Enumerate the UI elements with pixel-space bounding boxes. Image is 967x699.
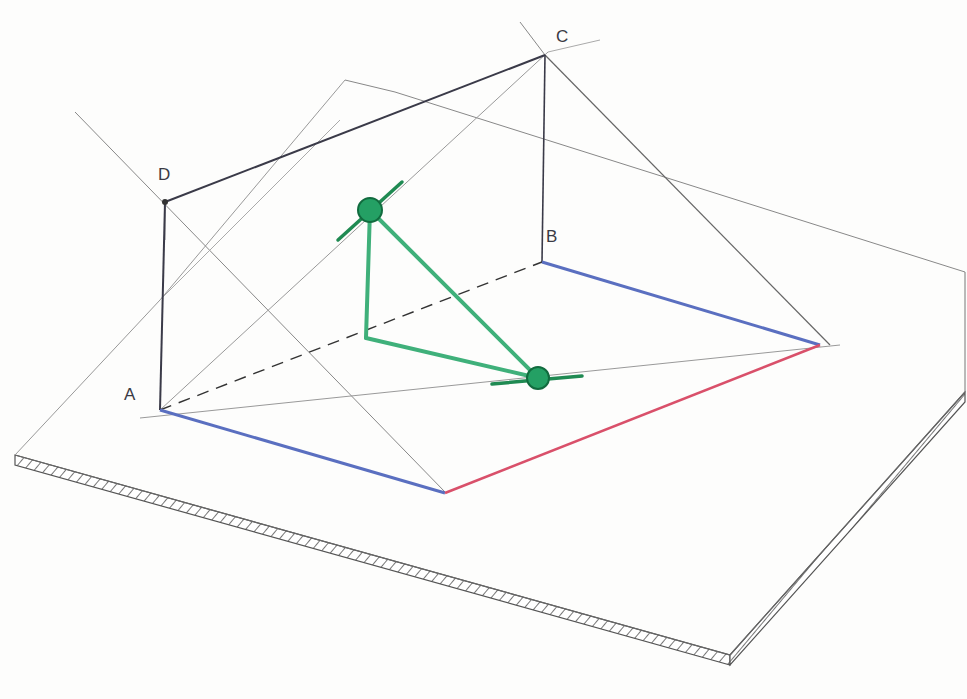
board-edge bbox=[15, 455, 730, 665]
plane-line bbox=[345, 80, 395, 92]
plane-line bbox=[395, 92, 965, 272]
construction-line bbox=[140, 345, 840, 418]
green-point bbox=[527, 367, 549, 389]
rectangle-edge bbox=[542, 55, 545, 262]
construction-line bbox=[545, 55, 830, 345]
board-outline bbox=[15, 392, 965, 655]
point-label: D bbox=[158, 166, 170, 183]
point-label: B bbox=[546, 228, 557, 245]
board-outline bbox=[965, 272, 966, 392]
green-triangle bbox=[366, 210, 538, 378]
red-edge bbox=[445, 345, 820, 493]
construction-line bbox=[75, 112, 445, 492]
board-edge bbox=[730, 392, 965, 665]
hidden-edge bbox=[160, 262, 542, 410]
construction-line bbox=[520, 22, 545, 55]
blue-edge bbox=[542, 262, 820, 345]
construction-line bbox=[548, 40, 600, 52]
blue-edge bbox=[160, 410, 445, 493]
green-point bbox=[358, 198, 382, 222]
construction-line bbox=[160, 120, 340, 300]
point-label: A bbox=[124, 386, 135, 403]
plane-line bbox=[160, 80, 345, 300]
point-label: C bbox=[556, 28, 568, 45]
green-ticks bbox=[338, 182, 582, 384]
point bbox=[162, 199, 168, 205]
plane-line bbox=[15, 300, 160, 455]
rectangle-edge bbox=[160, 202, 165, 410]
rectangle-edge bbox=[165, 55, 545, 202]
construction-line bbox=[160, 52, 548, 410]
